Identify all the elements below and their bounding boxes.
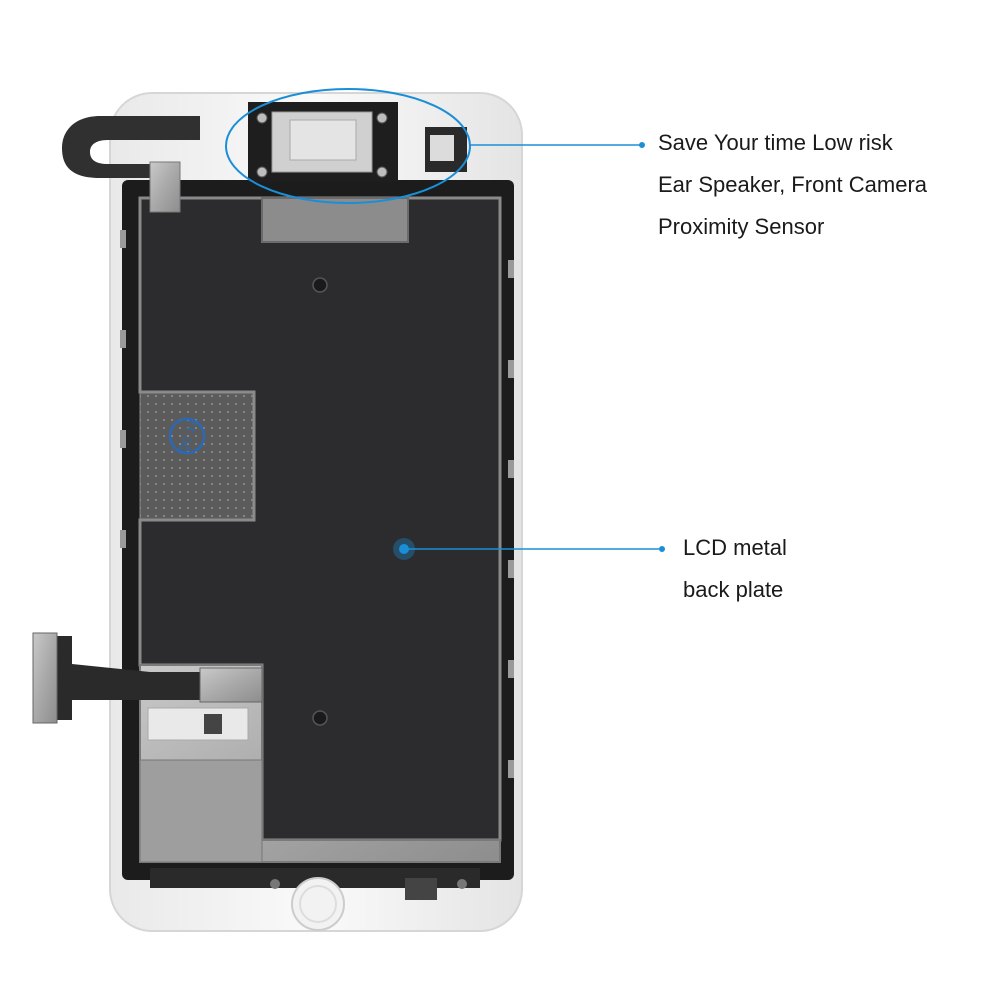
top-flex-cable: [62, 116, 200, 178]
bottom-flex-cable: [40, 636, 205, 720]
plate-screw-hole: [312, 277, 328, 293]
side-clips: [120, 230, 514, 778]
ear-speaker-assembly: [248, 102, 398, 182]
qc-stamp: [168, 417, 206, 455]
callout-top-line-2: Ear Speaker, Front Camera: [658, 172, 928, 197]
plate-top-tab: [261, 197, 409, 243]
plate-screw-hole: [312, 710, 328, 726]
callout-top-line-3: Proximity Sensor: [658, 214, 825, 239]
callout-top-text: Save Your time Low risk Ear Speaker, Fro…: [658, 122, 927, 248]
highlight-ellipse: [225, 88, 471, 204]
callout-middle-line-2: back plate: [683, 577, 784, 602]
callout-top-line-1: Save Your time Low risk: [658, 130, 893, 155]
callout-dot-middle: [399, 544, 409, 554]
home-button-area: [150, 868, 480, 931]
bottom-label: [147, 707, 249, 741]
callout-middle-text: LCD metal back plate: [683, 527, 787, 611]
callout-dot-top: [639, 142, 645, 148]
callout-dot-middle-end: [659, 546, 665, 552]
callout-middle-line-1: LCD metal: [683, 535, 787, 560]
